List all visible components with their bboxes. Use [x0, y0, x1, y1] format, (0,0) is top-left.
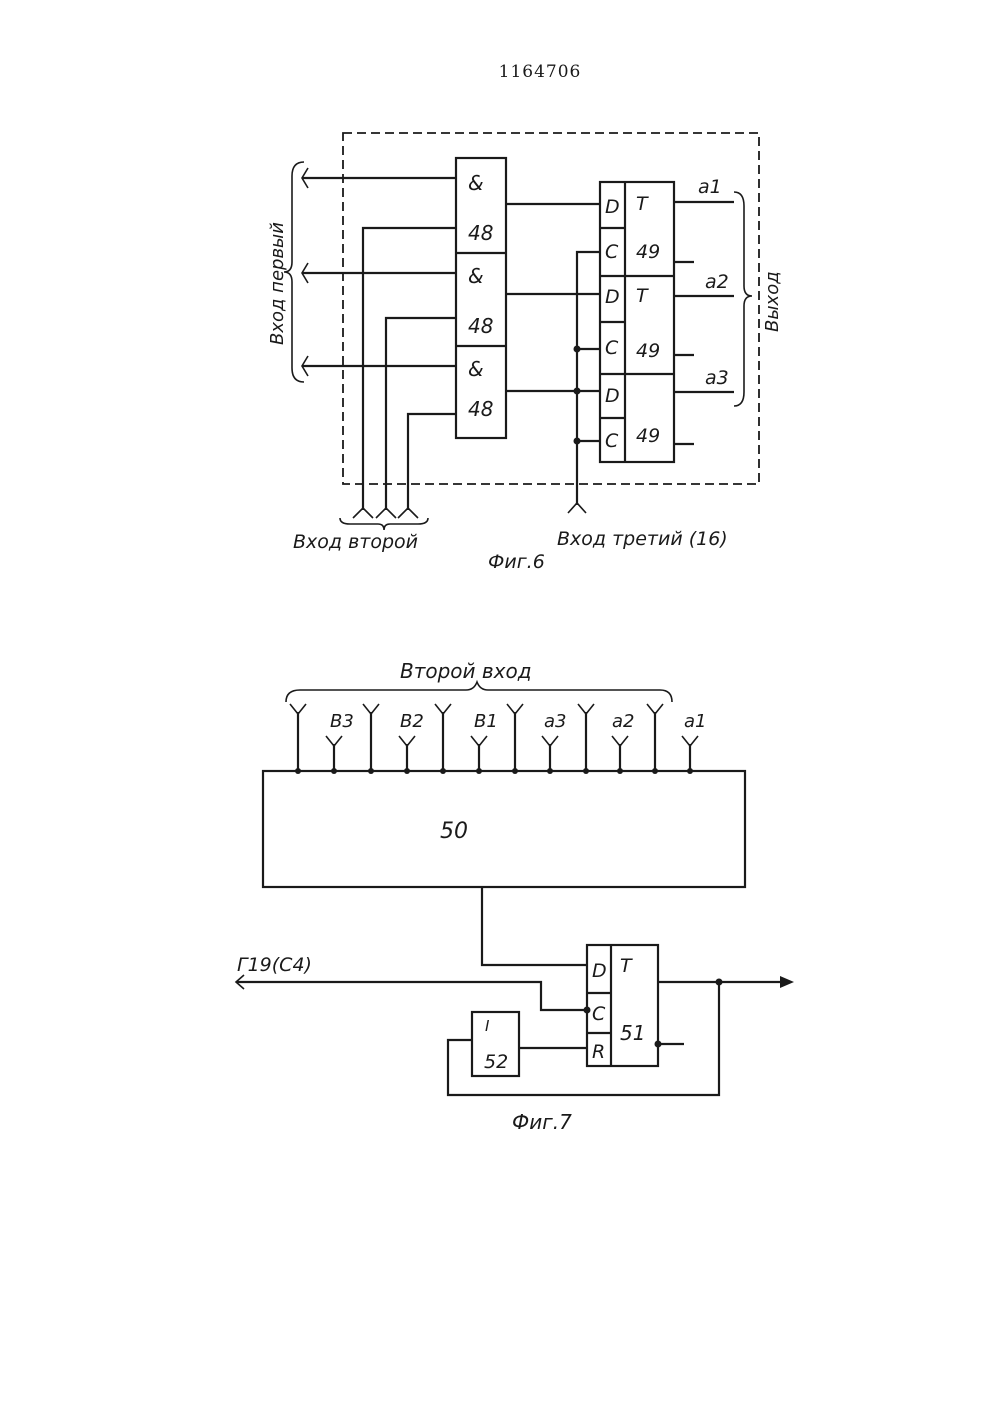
trigger-1-d: D	[605, 196, 620, 218]
input-b1-label: B1	[474, 711, 498, 732]
and-gate-1-number: 48	[468, 221, 493, 245]
and-gate-1-symbol: &	[468, 171, 484, 195]
input-b3-label: B3	[330, 711, 354, 732]
figure-6: & 48 & 48 & 48 D C T 49 D C T 49 D C 49	[267, 133, 783, 573]
trigger-51-c: C	[592, 1003, 606, 1025]
input-first-label: Вход первый	[267, 222, 288, 345]
input-a3-label: a3	[544, 711, 566, 732]
input-second-label: Вход второй	[293, 531, 418, 553]
trigger-51-r: R	[592, 1041, 605, 1063]
trigger-2-number: 49	[636, 340, 660, 362]
trigger-1-c: C	[605, 241, 619, 263]
trigger-3-d: D	[605, 385, 620, 407]
patent-number: 1164706	[499, 62, 582, 82]
second-input-bus-brace	[286, 682, 672, 702]
trigger-2-d: D	[605, 286, 620, 308]
trigger-2-c: C	[605, 337, 619, 359]
and-gate-stack	[456, 158, 506, 438]
and-gate-3-number: 48	[468, 397, 493, 421]
input-b2-label: B2	[400, 711, 424, 732]
input-a1-label: a1	[684, 711, 706, 732]
output-label: Выход	[762, 271, 783, 332]
trigger-1-number: 49	[636, 241, 660, 263]
fig6-caption: Фиг.6	[488, 551, 545, 573]
output-a2-label: a2	[705, 271, 729, 293]
block-50-label: 50	[440, 819, 468, 844]
gate-to-trigger-wires	[506, 204, 600, 391]
trigger-51-d: D	[592, 960, 607, 982]
third-input-bus	[568, 252, 600, 513]
output-a1-label: a1	[698, 176, 722, 198]
fig7-caption: Фиг.7	[512, 1110, 572, 1134]
second-input-brace	[340, 518, 428, 530]
trigger-1-t: T	[636, 193, 649, 215]
trigger-2-t: T	[636, 285, 649, 307]
figure-7: Второй вход 50 B3 B2 B1 a3 a2 a1	[236, 659, 794, 1134]
trigger-51-t: T	[620, 955, 633, 977]
output-brace	[734, 192, 752, 406]
and-gate-3-symbol: &	[468, 357, 484, 381]
block-50	[263, 771, 745, 887]
first-input-wires	[302, 168, 456, 376]
trigger-stack	[600, 182, 674, 462]
trigger-51-number: 51	[620, 1021, 645, 1045]
output-a3-label: a3	[705, 367, 729, 389]
bus-label: Второй вход	[400, 659, 532, 683]
and-gate-2-symbol: &	[468, 264, 484, 288]
block-52-number: 52	[484, 1051, 508, 1073]
trigger-outputs	[674, 202, 734, 444]
input-a2-label: a2	[612, 711, 634, 732]
clock-label: Г19(C4)	[237, 954, 312, 976]
fig6-dashed-frame	[343, 133, 759, 484]
input-third-label: Вход третий (16)	[557, 528, 728, 550]
second-input-wires	[353, 228, 456, 518]
block-52-symbol: I	[485, 1017, 490, 1035]
and-gate-2-number: 48	[468, 314, 493, 338]
trigger-3-c: C	[605, 430, 619, 452]
trigger-3-number: 49	[636, 425, 660, 447]
